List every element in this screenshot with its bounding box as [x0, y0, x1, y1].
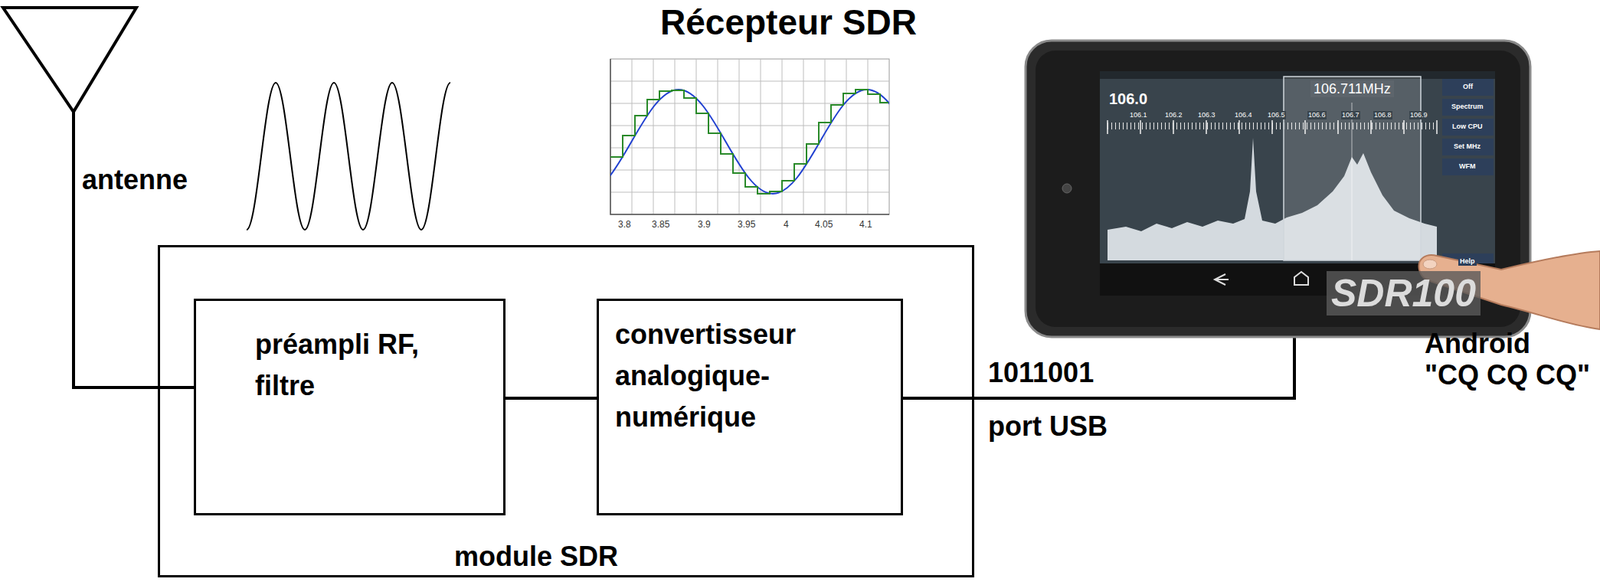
back-icon	[1214, 274, 1229, 285]
screen-button-label: Help	[1458, 257, 1477, 266]
scale-number: 106.2	[1164, 111, 1184, 120]
scale-number: 106.8	[1373, 111, 1393, 120]
scale-start: 106.0	[1107, 90, 1149, 108]
tablet-bezel	[1035, 50, 1521, 328]
data-bits: 1011001	[988, 356, 1094, 389]
sampled-curve	[610, 89, 889, 194]
tablet-screen	[1099, 71, 1496, 296]
axis-tick: 3.9	[697, 219, 711, 230]
screen-button-label: Spectrum	[1449, 102, 1486, 112]
antenna-symbol	[3, 7, 137, 112]
axis-tick: 4.1	[859, 219, 873, 230]
scale-number: 106.9	[1409, 111, 1429, 120]
screen-button	[1442, 138, 1494, 156]
screen-button-label: Low CPU	[1450, 122, 1485, 131]
antenna-label: antenne	[81, 163, 188, 196]
scale-number: 106.5	[1266, 111, 1286, 120]
frequency-readout: 106.711MHz	[1310, 80, 1394, 98]
screen-button	[1442, 98, 1494, 116]
axis-tick: 4	[783, 219, 789, 230]
sine-wave	[246, 82, 451, 230]
analog-curve	[610, 89, 890, 194]
antenna-wire	[73, 111, 194, 388]
screen-button	[1442, 158, 1494, 176]
screen-button-label: Off	[1461, 82, 1475, 92]
scale-number: 106.6	[1307, 111, 1327, 120]
axis-tick: 3.85	[651, 219, 670, 230]
scale-number: 106.4	[1233, 111, 1254, 120]
screen-button-label: WFM	[1457, 162, 1478, 171]
axis-tick: 4.05	[814, 219, 833, 230]
connector-wire	[505, 396, 597, 400]
watermark: SDR100	[1326, 271, 1481, 316]
screen-button	[1442, 78, 1494, 96]
module-box: module SDR préampli RF, filtre convertisse…	[157, 245, 975, 578]
chart-axis	[610, 58, 890, 215]
usb-wire	[903, 337, 1295, 399]
port-label: port USB	[988, 410, 1108, 442]
axis-tick: 3.95	[737, 219, 756, 230]
tablet-body	[1025, 40, 1531, 338]
scale-number: 106.3	[1197, 111, 1217, 120]
chart-frame	[610, 58, 890, 215]
device-label: Android "CQ CQ CQ"	[1424, 327, 1591, 391]
home-icon	[1294, 271, 1309, 285]
process-box: convertisseur analogique-numérique	[596, 298, 904, 516]
axis-tick: 3.8	[618, 219, 632, 230]
box-label: convertisseur analogique-numérique	[615, 314, 845, 439]
scale-number: 106.1	[1128, 111, 1149, 120]
tuning-window	[1283, 76, 1421, 261]
camera	[1062, 183, 1072, 194]
scale-number: 106.7	[1341, 111, 1361, 120]
tuning-line	[1351, 102, 1353, 261]
module-label: module SDR	[454, 540, 619, 573]
chart-grid	[610, 58, 890, 215]
box-label: préampli RF, filtre	[255, 323, 455, 407]
screen-button	[1442, 118, 1494, 136]
process-box: préampli RF, filtre	[193, 298, 506, 516]
diagram-title: Récepteur SDR	[660, 1, 917, 43]
fingernail	[1423, 259, 1437, 269]
screen-button-label: Set MHz	[1452, 142, 1483, 151]
